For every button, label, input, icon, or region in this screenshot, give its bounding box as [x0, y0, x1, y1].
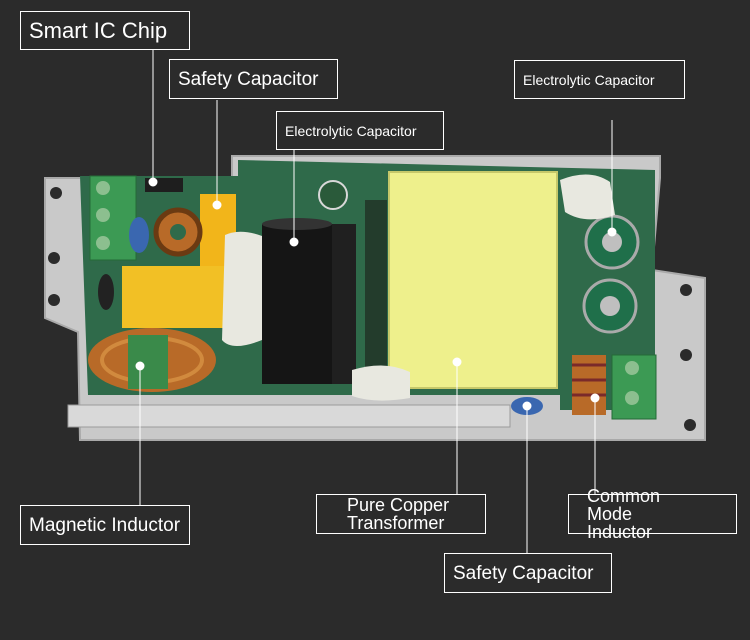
callout-text-line1: Common Mode — [587, 486, 661, 524]
callout-safety-capacitor-bottom: Safety Capacitor — [444, 553, 612, 593]
callout-safety-capacitor-top: Safety Capacitor — [169, 59, 338, 99]
callout-text-line2: Transformer — [347, 513, 445, 533]
callout-magnetic-inductor: Magnetic Inductor — [20, 505, 190, 545]
callout-text-line1: Pure Copper — [347, 495, 450, 515]
callout-electrolytic-capacitor-left: Electrolytic Capacitor — [276, 111, 444, 150]
housing-front-rail — [67, 404, 511, 428]
output-terminal-block — [611, 354, 657, 420]
callout-text: Magnetic Inductor — [29, 514, 181, 536]
callout-text: Smart IC Chip — [29, 17, 168, 43]
callout-text-line2: Inductor — [587, 522, 653, 542]
callout-smart-ic-chip: Smart IC Chip — [20, 11, 190, 50]
callout-text: Electrolytic Capacitor — [285, 122, 417, 139]
electrolytic-capacitor-left — [262, 224, 332, 384]
callout-text: Electrolytic Capacitor — [523, 71, 655, 88]
callout-text: Safety Capacitor — [453, 562, 594, 584]
callout-common-mode-inductor: Common Mode Inductor — [568, 487, 737, 541]
callout-pure-copper-transformer: Pure Copper Transformer — [316, 494, 486, 534]
callout-text: Safety Capacitor — [178, 68, 319, 90]
pure-copper-transformer — [389, 172, 557, 388]
callout-electrolytic-capacitor-right: Electrolytic Capacitor — [514, 60, 685, 99]
safety-capacitor-large — [122, 266, 232, 328]
